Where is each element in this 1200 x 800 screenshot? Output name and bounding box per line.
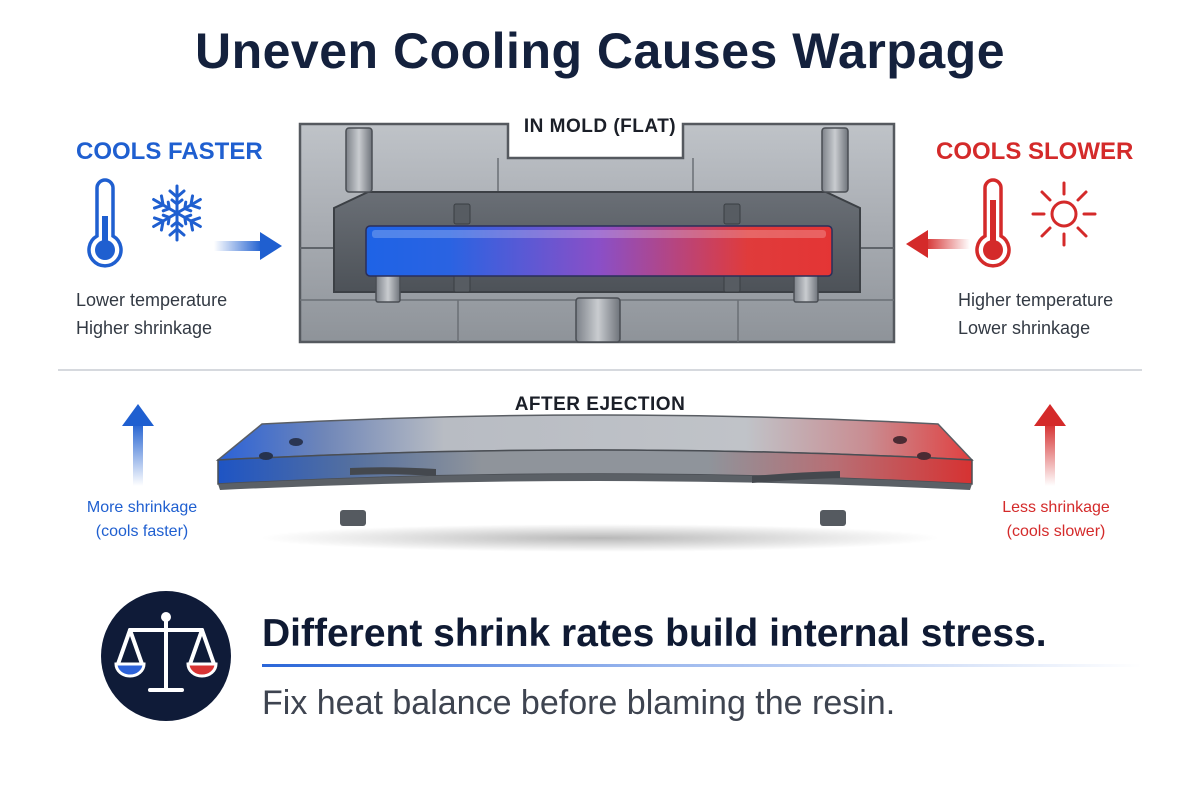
left-up-arrow: [122, 404, 154, 486]
left-temp-text: Lower temperature: [76, 290, 228, 310]
more-shrinkage-text: More shrinkage: [86, 499, 198, 516]
thermometer-hot-icon: [975, 178, 1011, 268]
in-mold-label: IN MOLD (FLAT): [523, 116, 677, 137]
cools-slower-heading: COOLS SLOWER: [936, 138, 1134, 165]
section-divider: [58, 369, 1142, 371]
cool-input-arrow: [214, 232, 282, 260]
sun-icon: [1031, 181, 1097, 247]
headline: Different shrink rates build internal st…: [262, 612, 1047, 655]
left-shrink-text: Higher shrinkage: [76, 318, 213, 338]
warped-part-illustration: [215, 414, 974, 552]
mold-illustration: [298, 122, 896, 344]
snowflake-icon: [148, 184, 206, 242]
page-title: Uneven Cooling Causes Warpage: [194, 23, 1006, 79]
right-temp-text: Higher temperature: [958, 290, 1114, 310]
cools-faster-heading: COOLS FASTER: [76, 138, 263, 165]
right-up-arrow: [1034, 404, 1066, 486]
right-shrink-text: Lower shrinkage: [958, 318, 1091, 338]
less-shrinkage-text: Less shrinkage: [1002, 499, 1110, 516]
cools-faster-note: (cools faster): [95, 523, 189, 540]
thermometer-cold-icon: [87, 178, 123, 268]
cools-slower-note: (cools slower): [1006, 523, 1106, 540]
balance-scale-icon: [101, 591, 231, 721]
warm-input-arrow: [906, 230, 970, 258]
subline: Fix heat balance before blaming the resi…: [262, 684, 896, 722]
headline-underline: [262, 664, 1142, 667]
after-ejection-label: AFTER EJECTION: [514, 394, 686, 415]
